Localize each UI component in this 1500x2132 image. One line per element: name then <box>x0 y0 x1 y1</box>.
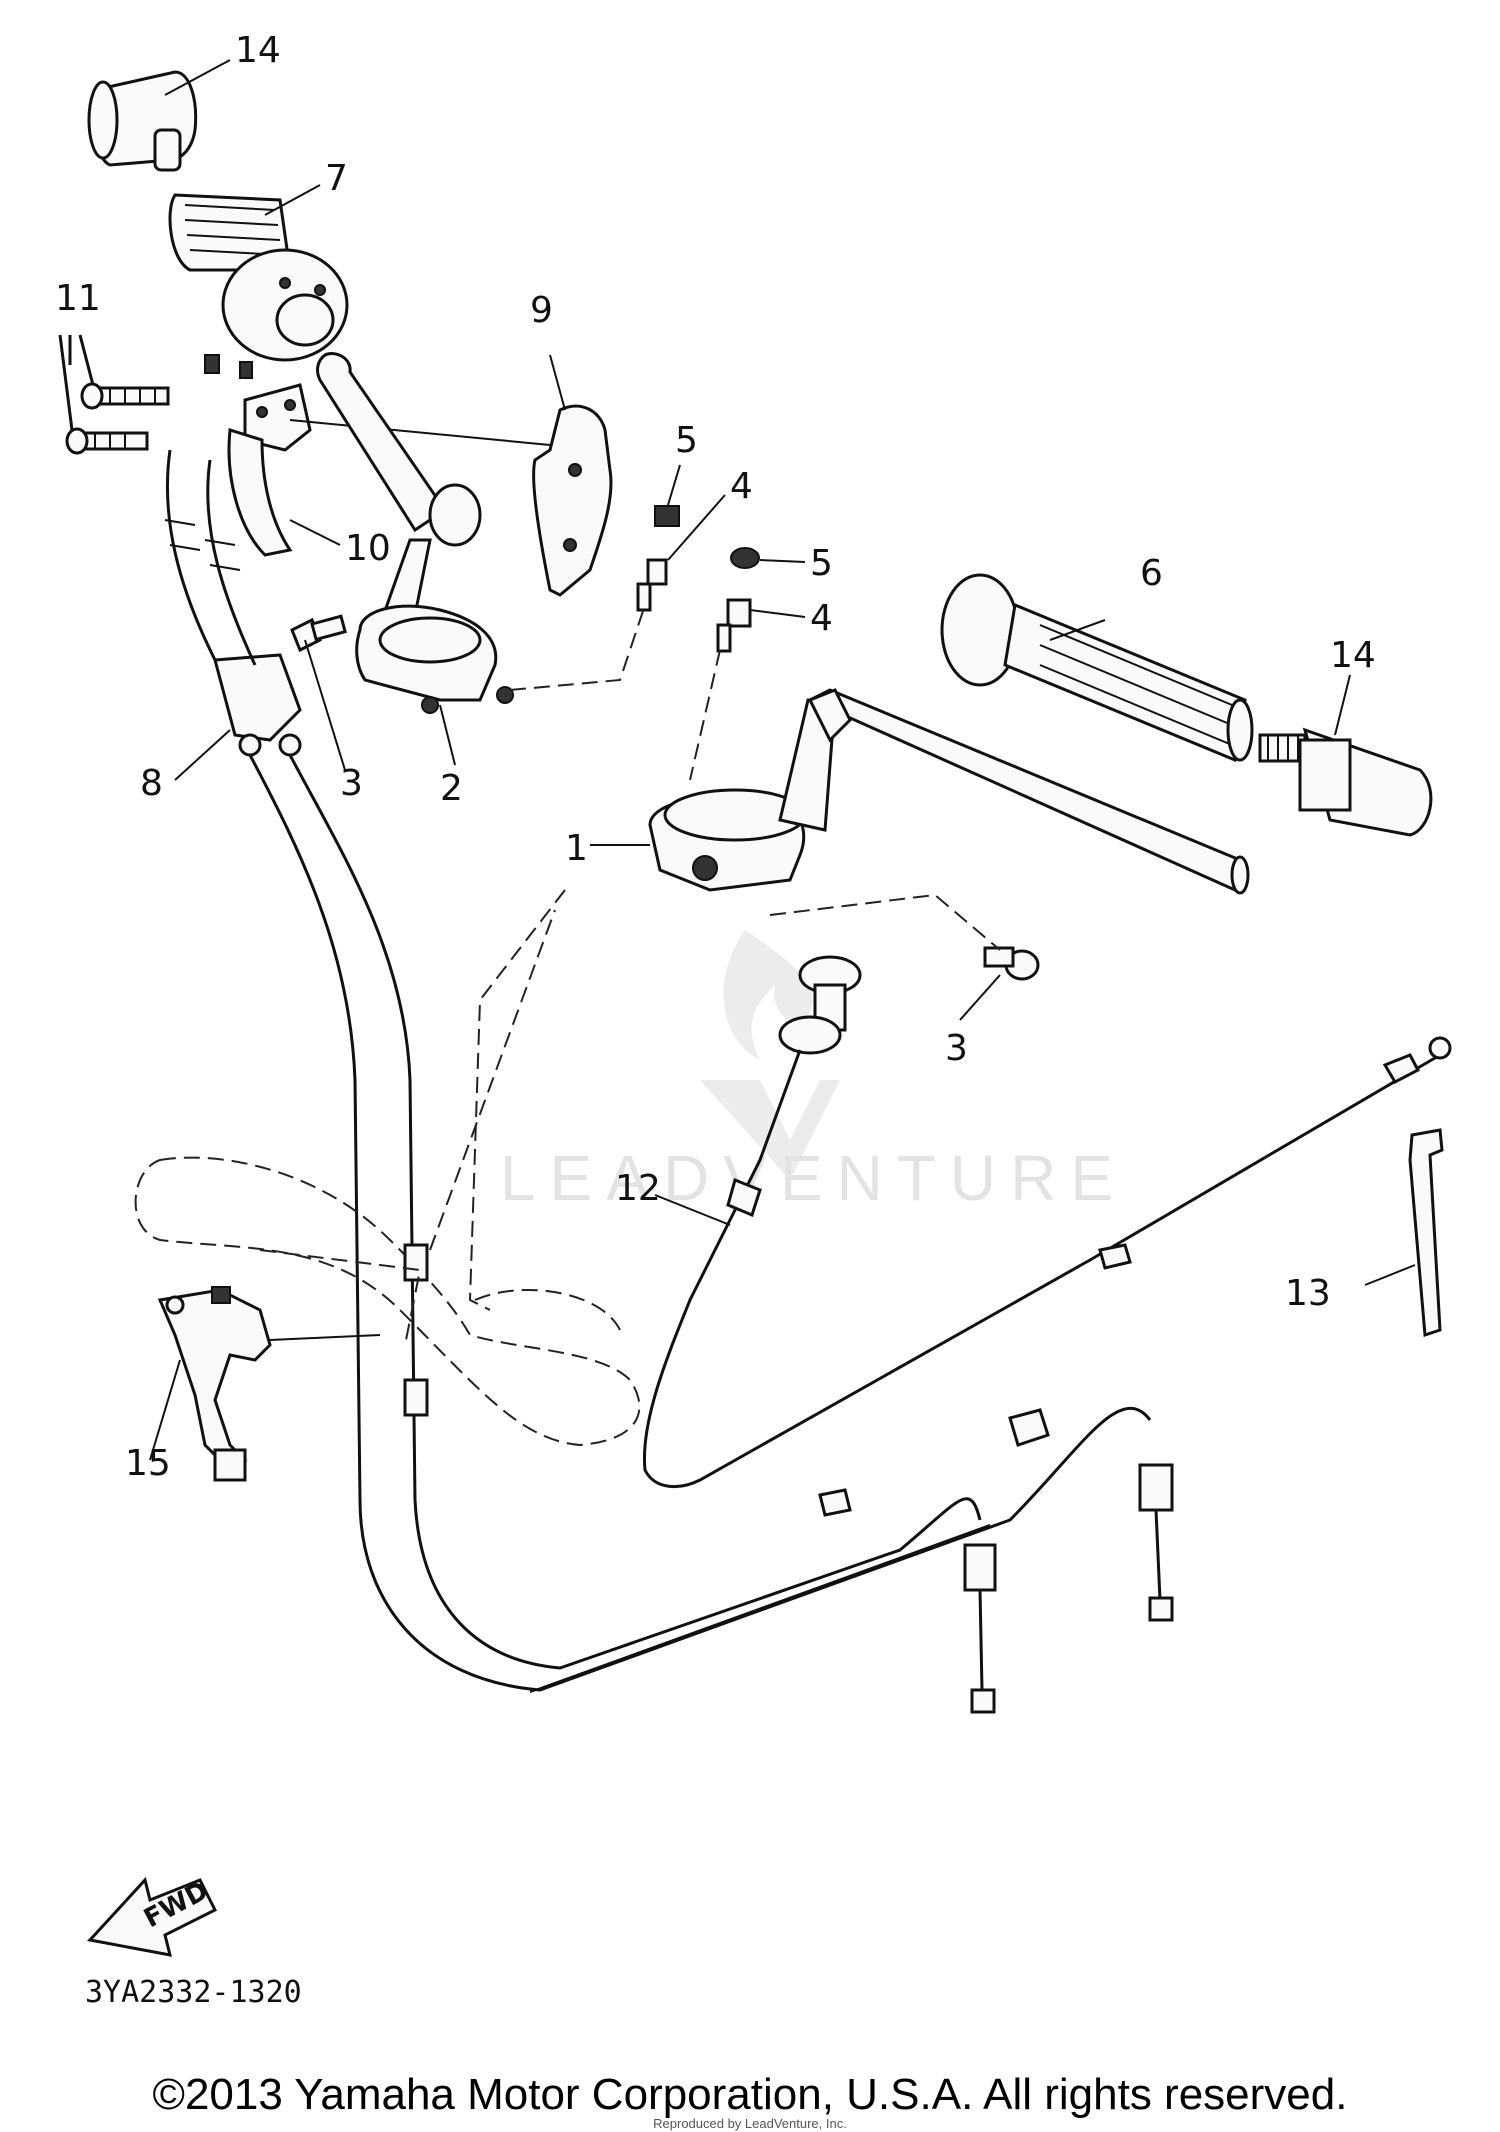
callout-12: 12 <box>615 1168 661 1209</box>
callout-14-left: 14 <box>235 30 281 71</box>
callout-labels: 14 7 11 9 5 4 5 4 6 14 10 8 3 2 1 3 12 1… <box>55 30 1376 1484</box>
callout-5-lower: 5 <box>810 543 833 584</box>
throttle-cables[interactable] <box>164 449 1174 1714</box>
bolt-lower[interactable] <box>716 598 752 653</box>
holder-bolt-right[interactable] <box>983 946 1040 981</box>
callout-8: 8 <box>140 763 163 804</box>
throttle-cable-junction[interactable] <box>213 653 302 757</box>
parts-diagram: LEADVENTURE <box>55 30 1452 2010</box>
right-bar-end-weight[interactable] <box>1258 727 1433 837</box>
callout-4-upper: 4 <box>730 466 753 507</box>
left-grip[interactable] <box>168 193 349 362</box>
left-bar-end-weight[interactable] <box>87 70 198 172</box>
callout-11: 11 <box>55 278 101 319</box>
holder-bolt-left[interactable] <box>290 614 347 653</box>
reproduced-notice: Reproduced by LeadVenture, Inc. <box>653 2116 847 2131</box>
callout-9: 9 <box>530 290 553 331</box>
clutch-switch[interactable] <box>157 1286 381 1482</box>
callout-7: 7 <box>325 158 348 199</box>
screws[interactable] <box>58 334 170 455</box>
watermark-text: LEADVENTURE <box>500 1142 1127 1214</box>
throttle-pipe-left <box>316 352 482 547</box>
nut-upper[interactable] <box>654 505 680 527</box>
callout-13: 13 <box>1285 1273 1331 1314</box>
left-handlebar-holder[interactable] <box>355 538 514 714</box>
callout-3-left: 3 <box>340 763 363 804</box>
callout-2: 2 <box>440 768 463 809</box>
right-handlebar-holder[interactable] <box>648 688 1250 895</box>
callout-14-right: 14 <box>1330 635 1376 676</box>
callout-5-upper: 5 <box>675 420 698 461</box>
callout-10: 10 <box>345 528 391 569</box>
cable-guide[interactable] <box>259 909 556 1417</box>
callout-leaders <box>149 59 1416 1461</box>
callout-3-right: 3 <box>945 1028 968 1069</box>
right-grip[interactable] <box>940 573 1254 763</box>
callout-4-lower: 4 <box>810 598 833 639</box>
throttle-housing-upper[interactable] <box>532 404 613 597</box>
forward-arrow-icon: FWD <box>87 1876 218 1957</box>
callout-6: 6 <box>1140 553 1163 594</box>
bolt-upper[interactable] <box>636 558 668 612</box>
diagram-code: 3YA2332-1320 <box>85 1975 302 2010</box>
copyright-notice: ©2013 Yamaha Motor Corporation, U.S.A. A… <box>152 2070 1348 2119</box>
throttle-housing-lower[interactable] <box>204 354 312 557</box>
cable-tie-band[interactable] <box>1408 1128 1444 1338</box>
choke-cable[interactable] <box>642 955 1452 1489</box>
nut-lower[interactable] <box>730 547 760 569</box>
callout-15: 15 <box>125 1443 171 1484</box>
callout-1: 1 <box>565 828 588 869</box>
